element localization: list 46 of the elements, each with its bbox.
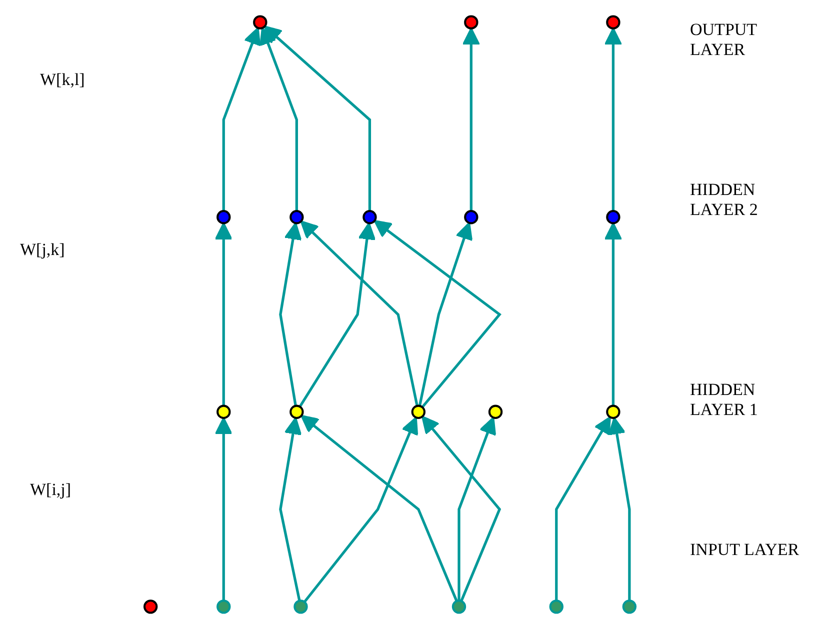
node-circle [452, 600, 466, 614]
arrow [214, 417, 233, 601]
node-circle [606, 210, 620, 224]
node-circle [253, 15, 268, 30]
arrow [608, 417, 631, 601]
node-circle [411, 404, 426, 419]
layer-label: INPUT LAYER [690, 540, 800, 560]
node-circle [216, 210, 231, 224]
arrow [422, 416, 502, 602]
arrow [374, 220, 502, 408]
node-circle [606, 404, 620, 419]
node-circle [549, 600, 564, 614]
node-circle [606, 15, 620, 30]
layer-label: HIDDEN LAYER 1 [690, 380, 759, 420]
arrow [458, 416, 496, 601]
node-circle [290, 404, 304, 419]
node-circle [464, 15, 478, 30]
arrow [214, 222, 233, 406]
node-circle [488, 404, 503, 419]
arrow [279, 222, 302, 406]
node-circle [216, 600, 231, 614]
node-circle [294, 600, 308, 614]
node-circle [290, 210, 304, 224]
node-circle [143, 600, 158, 614]
node-circle [216, 404, 231, 419]
arrow [300, 414, 458, 602]
layer-label: HIDDEN LAYER 2 [690, 180, 759, 220]
arrow [604, 28, 622, 212]
arrow [264, 26, 372, 212]
weight-label: W[j,k] [20, 240, 65, 260]
node-circle [362, 210, 377, 224]
arrow [418, 222, 473, 406]
arrow [298, 222, 376, 408]
node-circle [464, 210, 478, 224]
arrow [300, 220, 418, 406]
node-circle [622, 600, 637, 614]
layer-label: OUTPUT LAYER [690, 20, 758, 60]
weight-label: W[k,l] [40, 70, 85, 90]
arrow [303, 416, 418, 603]
arrow [222, 27, 261, 212]
arrow [279, 417, 302, 601]
arrow [260, 27, 298, 212]
weight-label: W[i,j] [30, 480, 72, 500]
arrow [462, 28, 480, 212]
arrow [555, 416, 611, 601]
arrow [604, 222, 622, 406]
